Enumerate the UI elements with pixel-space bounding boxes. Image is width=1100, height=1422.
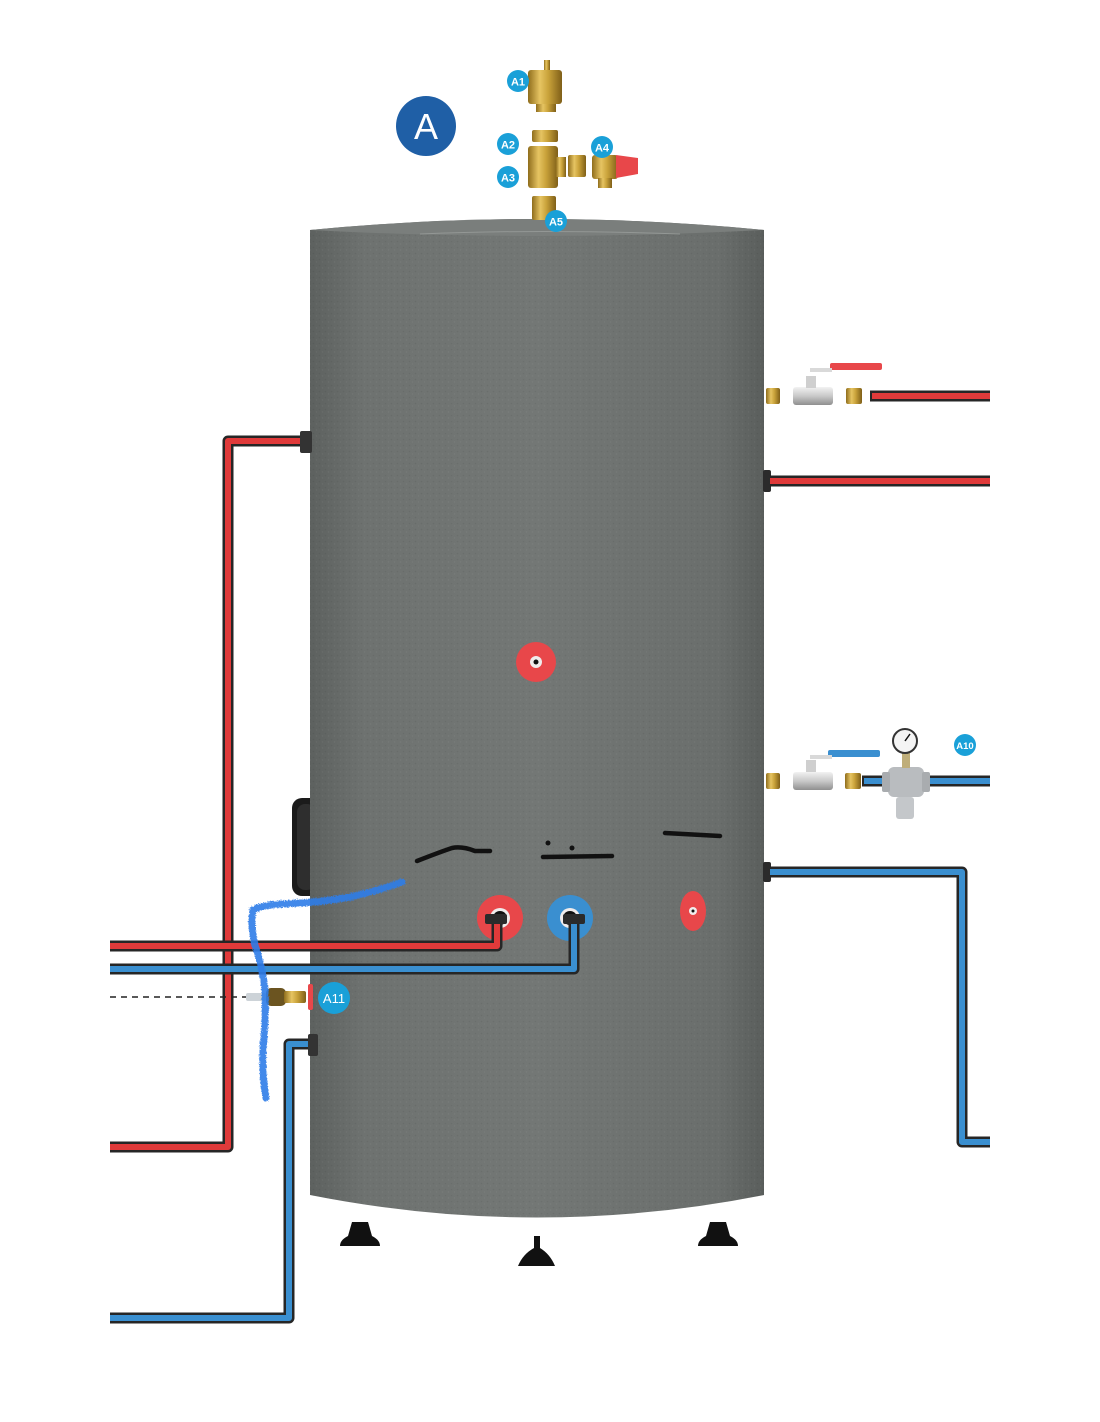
front-port-upper-hot: [516, 642, 556, 682]
badge-a5[interactable]: A5: [545, 210, 567, 232]
badge-a4[interactable]: A4: [591, 136, 613, 158]
tee-a3: [528, 146, 586, 188]
mark-dash-right: [662, 830, 723, 839]
badge-a3-text: A3: [501, 173, 515, 185]
pressure-gauge-icon: [892, 728, 918, 754]
ball-valve-cold[interactable]: [793, 750, 880, 790]
foot-left: [340, 1222, 380, 1246]
safety-valve-a4[interactable]: [592, 155, 638, 188]
badge-a5-text: A5: [549, 217, 563, 229]
right-cold-inlet: [766, 728, 990, 819]
badge-a10[interactable]: A10: [954, 734, 976, 756]
storage-tank: [292, 219, 764, 1266]
left-cold-pipe-core: [110, 1041, 308, 1321]
ball-valve-hot-handle[interactable]: [830, 363, 882, 370]
left-hot-stub: [300, 431, 312, 453]
mark-dot-2: [569, 845, 575, 851]
section-badge-a-text: A: [414, 106, 438, 147]
ball-valve-cold-handle[interactable]: [828, 750, 880, 757]
badge-a11-text: A11: [323, 991, 345, 1006]
tank-nipple-upper: [766, 388, 780, 404]
badge-a1[interactable]: A1: [507, 70, 529, 92]
badge-a2[interactable]: A2: [497, 133, 519, 155]
badge-a11[interactable]: A11: [318, 982, 350, 1014]
badge-a4-text: A4: [595, 143, 610, 155]
foot-center: [518, 1236, 555, 1266]
pressure-reducing-valve[interactable]: [882, 728, 930, 819]
annotation-scribble: [248, 878, 406, 1102]
left-hot-return-pipe: [110, 435, 300, 1153]
mark-dot-1: [545, 840, 551, 846]
left-cold-pipe: [110, 1038, 308, 1324]
hand-drawn-marks: [414, 830, 723, 864]
front-port-lower-hot: [680, 891, 706, 931]
mark-dash-middle: [540, 853, 615, 860]
badge-a3[interactable]: A3: [497, 166, 519, 188]
coil-hot-pipe: [110, 914, 507, 952]
right-lower-cold-pipe: [763, 862, 990, 1148]
ball-valve-hot[interactable]: [793, 363, 882, 405]
brass-fitting-cold: [845, 773, 861, 789]
foot-right: [698, 1222, 738, 1246]
brass-fitting-hot: [846, 388, 862, 404]
section-badge-a: A: [396, 96, 456, 156]
badge-a2-text: A2: [501, 140, 515, 152]
badge-a10-text: A10: [956, 741, 973, 752]
air-vent-a1[interactable]: [528, 60, 562, 112]
nipple-a2: [532, 130, 558, 142]
left-hot-pipe-core: [110, 438, 300, 1150]
tank-feet: [340, 1222, 738, 1266]
badge-a1-text: A1: [511, 77, 525, 89]
tank-top-rim: [310, 219, 764, 236]
mark-tilde: [414, 845, 493, 864]
left-cold-stub: [308, 1034, 318, 1056]
sensor-fitting: [110, 984, 313, 1010]
right-upper-hot-outlet: [766, 363, 990, 405]
right-mid-hot-outlet: [763, 470, 990, 492]
top-fitting-assembly: [528, 60, 638, 220]
tank-nipple-lower: [766, 773, 780, 789]
